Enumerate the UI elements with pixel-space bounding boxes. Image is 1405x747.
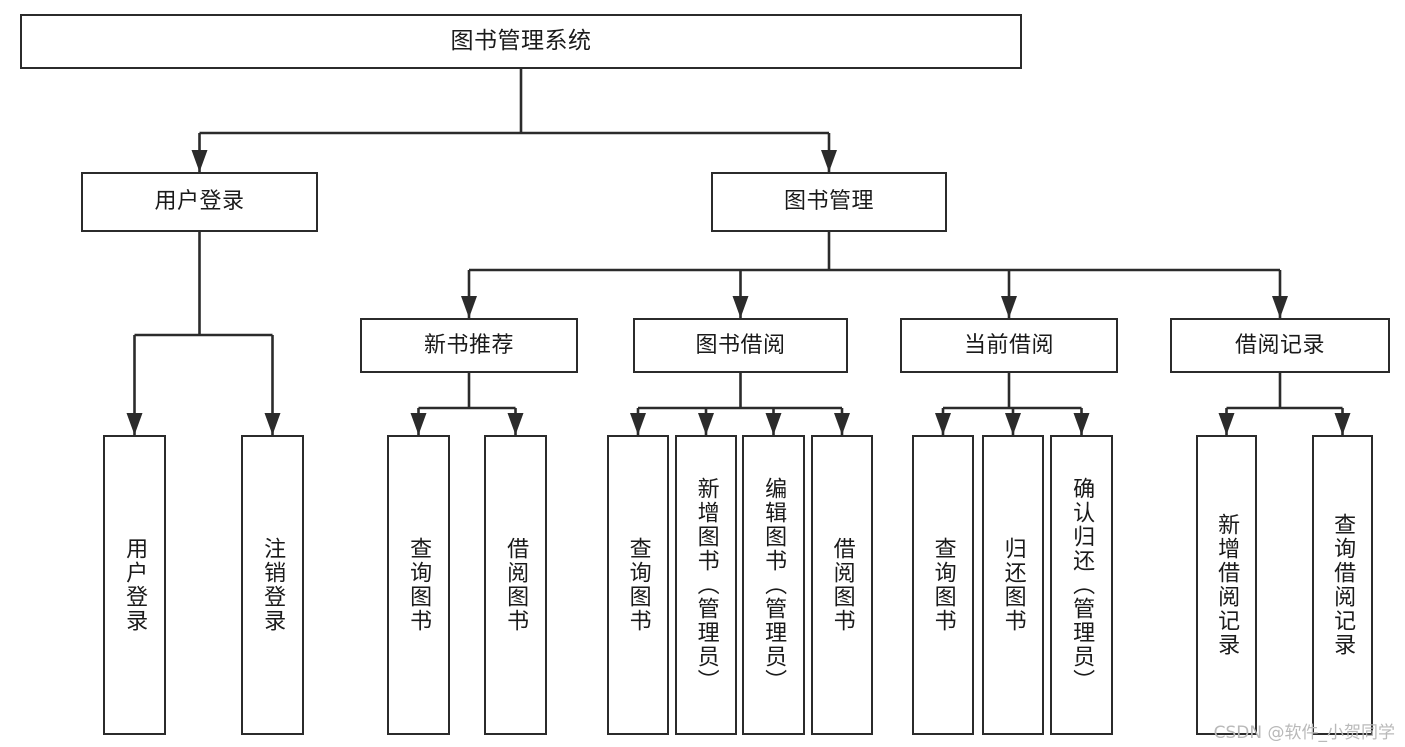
arrow-head-leaf-query-book-current <box>935 413 951 435</box>
node-label-borrow-record: 借阅记录 <box>1234 332 1325 358</box>
node-label-leaf-borrow-book: 借阅图书 <box>829 537 855 633</box>
node-label-leaf-confirm-return-admin: 确认归还（管理员） <box>1069 477 1095 693</box>
node-book-manage[interactable]: 图书管理 <box>711 172 947 232</box>
node-label-leaf-logout: 注销登录 <box>260 537 286 633</box>
node-leaf-add-borrow-record[interactable]: 新增借阅记录 <box>1196 435 1257 735</box>
node-label-leaf-borrow-book-recommend: 借阅图书 <box>503 537 529 633</box>
node-book-borrow[interactable]: 图书借阅 <box>633 318 848 373</box>
arrow-head-leaf-return-book <box>1005 413 1021 435</box>
node-leaf-query-book-borrow[interactable]: 查询图书 <box>607 435 669 735</box>
arrow-head-leaf-query-book-borrow <box>630 413 646 435</box>
arrow-head-leaf-borrow-book-recommend <box>507 413 524 435</box>
node-root[interactable]: 图书管理系统 <box>20 14 1022 69</box>
watermark-text: CSDN @软件_小贺同学 <box>1213 723 1395 743</box>
node-leaf-borrow-book[interactable]: 借阅图书 <box>811 435 873 735</box>
arrow-head-borrow-record <box>1272 296 1288 318</box>
node-leaf-query-book-recommend[interactable]: 查询图书 <box>387 435 450 735</box>
arrow-head-leaf-confirm-return-admin <box>1073 413 1090 435</box>
arrow-head-leaf-query-book-recommend <box>410 413 427 435</box>
node-label-book-manage: 图书管理 <box>783 189 874 215</box>
node-leaf-confirm-return-admin[interactable]: 确认归还（管理员） <box>1050 435 1113 735</box>
arrow-head-book-manage <box>821 150 837 172</box>
arrow-head-leaf-edit-book-admin <box>765 413 782 435</box>
node-label-leaf-edit-book-admin: 编辑图书（管理员） <box>761 477 787 693</box>
arrow-head-leaf-query-borrow-record <box>1334 413 1351 435</box>
node-label-leaf-add-book-admin: 新增图书（管理员） <box>693 477 719 693</box>
arrow-head-leaf-add-book-admin <box>698 413 714 435</box>
node-label-root: 图书管理系统 <box>450 28 592 55</box>
arrow-head-book-borrow <box>732 296 749 318</box>
node-new-book-recommend[interactable]: 新书推荐 <box>360 318 578 373</box>
arrow-head-leaf-user-login <box>126 413 143 435</box>
node-label-current-borrow: 当前借阅 <box>963 332 1054 358</box>
node-leaf-edit-book-admin[interactable]: 编辑图书（管理员） <box>742 435 805 735</box>
node-leaf-add-book-admin[interactable]: 新增图书（管理员） <box>675 435 737 735</box>
node-leaf-query-book-current[interactable]: 查询图书 <box>912 435 974 735</box>
node-leaf-borrow-book-recommend[interactable]: 借阅图书 <box>484 435 547 735</box>
node-label-leaf-query-borrow-record: 查询借阅记录 <box>1330 513 1356 657</box>
node-label-leaf-add-borrow-record: 新增借阅记录 <box>1214 513 1240 657</box>
arrow-head-leaf-borrow-book <box>834 413 850 435</box>
node-label-new-book-recommend: 新书推荐 <box>423 332 514 358</box>
node-label-book-borrow: 图书借阅 <box>695 332 786 358</box>
node-current-borrow[interactable]: 当前借阅 <box>900 318 1118 373</box>
arrow-head-new-book-recommend <box>461 296 477 318</box>
node-label-leaf-query-book-current: 查询图书 <box>930 537 956 633</box>
arrow-head-leaf-logout <box>264 413 281 435</box>
node-user-login[interactable]: 用户登录 <box>81 172 318 232</box>
node-label-leaf-query-book-borrow: 查询图书 <box>625 537 651 633</box>
arrow-head-leaf-add-borrow-record <box>1218 413 1235 435</box>
arrow-head-user-login <box>191 150 208 172</box>
arrow-head-current-borrow <box>1001 296 1017 318</box>
node-label-leaf-query-book-recommend: 查询图书 <box>406 537 432 633</box>
node-label-leaf-user-login: 用户登录 <box>122 537 148 633</box>
node-leaf-return-book[interactable]: 归还图书 <box>982 435 1044 735</box>
node-leaf-user-login[interactable]: 用户登录 <box>103 435 166 735</box>
node-leaf-query-borrow-record[interactable]: 查询借阅记录 <box>1312 435 1373 735</box>
node-label-user-login: 用户登录 <box>154 189 245 215</box>
node-borrow-record[interactable]: 借阅记录 <box>1170 318 1390 373</box>
node-label-leaf-return-book: 归还图书 <box>1000 537 1026 633</box>
node-leaf-logout[interactable]: 注销登录 <box>241 435 304 735</box>
